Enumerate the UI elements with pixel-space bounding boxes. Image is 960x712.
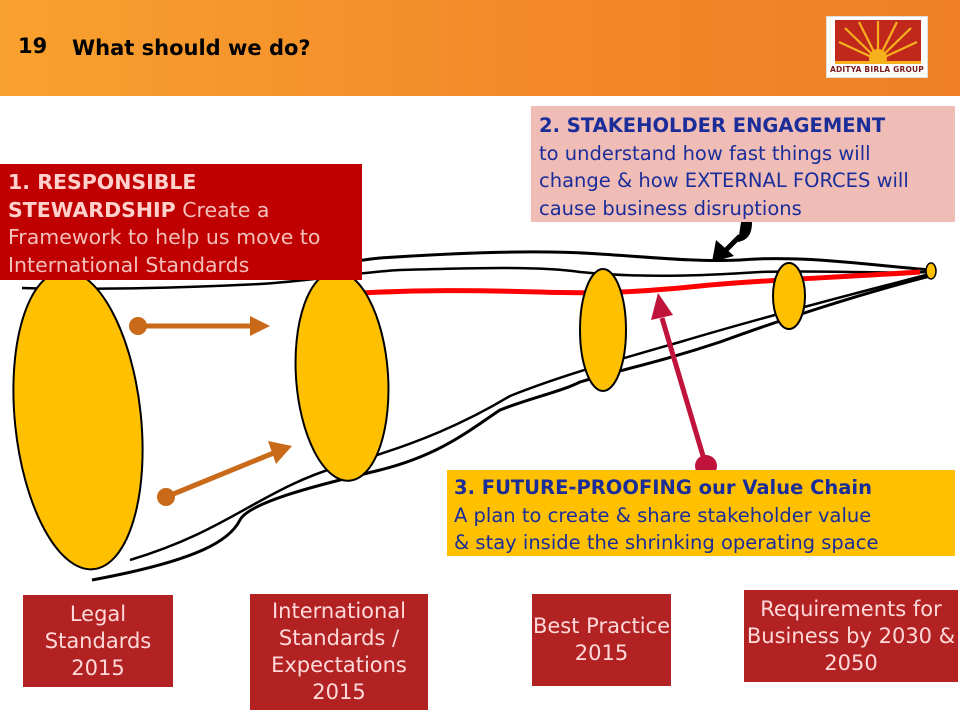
label-international-standards: International Standards / Expectations 2… bbox=[250, 594, 428, 710]
value-path-line bbox=[359, 269, 921, 296]
arrow-orange-lower bbox=[157, 441, 292, 506]
logo-text: ADITYA BIRLA GROUP bbox=[829, 65, 925, 74]
header-bar: 19 What should we do? ADITYA BIRLA GROUP bbox=[0, 0, 960, 96]
stakeholder-engagement-heading: 2. STAKEHOLDER ENGAGEMENT bbox=[539, 114, 886, 137]
responsible-stewardship-heading: 1. RESPONSIBLE STEWARDSHIP bbox=[8, 170, 197, 222]
label-best-practice: Best Practice 2015 bbox=[532, 594, 671, 686]
slide-number: 19 bbox=[18, 34, 48, 58]
ellipse-international-standards bbox=[294, 270, 390, 482]
label-legal-standards: Legal Standards 2015 bbox=[23, 595, 173, 687]
responsible-stewardship-box: 1. RESPONSIBLE STEWARDSHIP Create a Fram… bbox=[0, 164, 362, 280]
ellipse-requirements-2030 bbox=[772, 262, 806, 330]
ellipse-best-practice bbox=[579, 268, 627, 392]
arrow-red-up bbox=[651, 293, 717, 477]
label-international-standards-text: International Standards / Expectations 2… bbox=[271, 599, 407, 704]
arrow-orange-upper bbox=[129, 316, 270, 336]
sun-emblem-icon bbox=[835, 20, 921, 64]
label-legal-standards-text: Legal Standards 2015 bbox=[44, 601, 152, 680]
label-best-practice-text: Best Practice 2015 bbox=[532, 614, 671, 665]
ellipse-legal-standards bbox=[12, 269, 144, 571]
slide-title: What should we do? bbox=[72, 36, 311, 60]
company-logo: ADITYA BIRLA GROUP bbox=[826, 16, 928, 78]
future-proofing-box: 3. FUTURE-PROOFING our Value Chain A pla… bbox=[447, 470, 955, 556]
future-proofing-line-2: & stay inside the shrinking operating sp… bbox=[454, 531, 879, 554]
funnel-bottom-outline bbox=[91, 274, 931, 582]
future-proofing-line-1: A plan to create & share stakeholder val… bbox=[454, 503, 872, 527]
responsible-stewardship-text: Create a Framework to help us move to In… bbox=[8, 197, 321, 277]
stakeholder-engagement-text: to understand how fast things will chang… bbox=[539, 141, 909, 220]
arrow-black-stakeholder bbox=[712, 222, 752, 262]
future-proofing-heading: 3. FUTURE-PROOFING our Value Chain bbox=[454, 476, 873, 499]
label-requirements-2030-2050: Requirements for Business by 2030 & 2050 bbox=[744, 590, 958, 682]
ellipse-endpoint bbox=[925, 262, 937, 280]
stakeholder-engagement-box: 2. STAKEHOLDER ENGAGEMENT to understand … bbox=[531, 106, 955, 222]
label-requirements-text: Requirements for Business by 2030 & 2050 bbox=[746, 596, 956, 675]
